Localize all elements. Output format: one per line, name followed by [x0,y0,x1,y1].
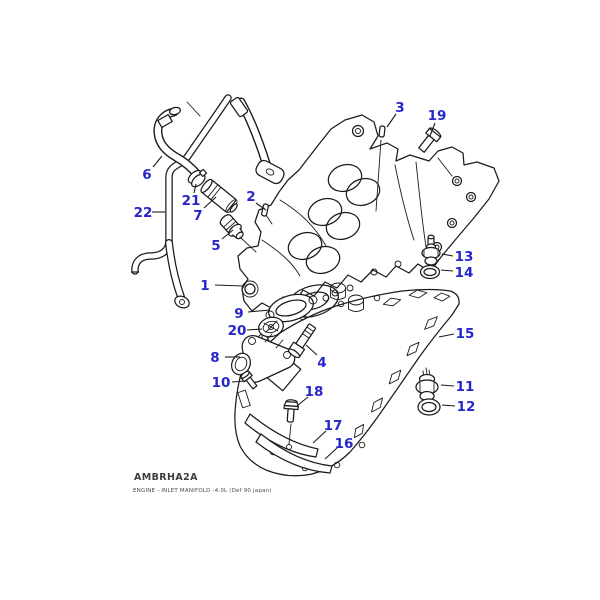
callout-16-leader [324,447,338,460]
part-stud-pin-3 [378,125,386,138]
callout-10-leader [231,380,247,383]
callout-8[interactable]: 8 [210,350,219,366]
callout-12[interactable]: 12 [457,399,476,415]
part-hose-clamp-21 [187,168,208,188]
callout-4-leader [305,344,318,356]
callout-5-leader [221,229,234,240]
part-o-ring-14 [419,264,441,280]
callout-9[interactable]: 9 [234,306,243,322]
part-support-bracket [229,96,285,185]
part-screw-18 [283,399,299,450]
part-temperature-sensor-11 [415,367,439,402]
part-hose-6 [153,101,205,183]
part-connector-7 [200,178,238,214]
part-inlet-manifold [237,114,500,318]
part-outlet-gasket-9 [265,293,318,323]
part-stud-pin-2 [261,203,273,225]
callout-17[interactable]: 17 [324,418,343,434]
callout-1[interactable]: 1 [200,278,209,294]
callout-20[interactable]: 20 [228,323,247,339]
callout-15[interactable]: 15 [456,326,475,342]
callout-15-leader [438,333,455,338]
part-curved-strip-lower [255,433,333,474]
callout-11[interactable]: 11 [456,379,475,395]
callout-19[interactable]: 19 [428,108,447,124]
callout-17-leader [312,430,327,444]
figure-caption: ENGINE - INLET MANIFOLD -4.0L (Def 90 ja… [133,488,272,494]
callout-22[interactable]: 22 [134,205,153,221]
part-water-outlet-8 [230,333,302,392]
callout-12-leader [441,404,456,407]
callout-6-leader [152,155,163,168]
callout-7[interactable]: 7 [193,208,202,224]
callout-18[interactable]: 18 [305,384,324,400]
callout-16[interactable]: 16 [335,436,354,452]
callout-5[interactable]: 5 [211,238,220,254]
callout-3-leader [386,113,397,128]
part-bolt-4 [287,323,317,359]
callout-21[interactable]: 21 [182,193,201,209]
callout-6[interactable]: 6 [142,167,151,183]
part-thermostat-20 [258,316,284,343]
callout-20-leader [246,328,263,331]
part-metal-pipe-22 [130,94,232,309]
callout-14[interactable]: 14 [455,265,474,281]
callout-7-leader [203,196,217,209]
callout-13[interactable]: 13 [455,249,474,265]
figure-code: AMBRHA2A [134,472,198,483]
callout-4[interactable]: 4 [317,355,326,371]
callout-10[interactable]: 10 [212,375,231,391]
callout-18-leader [296,396,309,407]
part-bolt-10 [240,370,258,390]
callout-2-leader [255,202,267,211]
callout-3[interactable]: 3 [395,100,404,116]
callout-1-leader [214,284,244,287]
callout-13-leader [441,253,454,257]
callout-19-leader [429,122,436,137]
callout-11-leader [440,384,455,387]
callout-14-leader [440,269,454,272]
part-o-ring-12 [417,398,441,416]
callout-9-leader [247,309,271,313]
part-plug-sensor-5 [219,214,257,253]
callout-2[interactable]: 2 [246,189,255,205]
callout-21-leader [193,183,197,194]
